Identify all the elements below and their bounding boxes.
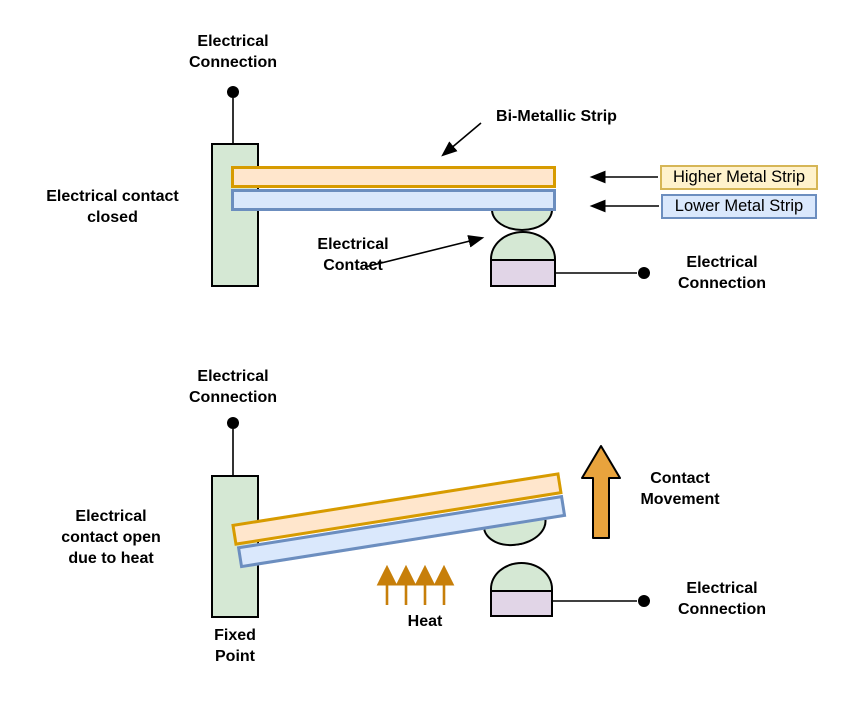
- higher-metal-strip-closed: [231, 166, 556, 188]
- higher-metal-strip-box: Higher Metal Strip: [660, 165, 818, 190]
- terminal-dot: [638, 595, 650, 607]
- top-right-terminal: [556, 267, 650, 279]
- bottom-left-terminal: [227, 417, 239, 476]
- heat-arrows: [376, 564, 455, 605]
- electrical-contact-label: Electrical Contact: [317, 236, 389, 274]
- terminal-dot: [638, 267, 650, 279]
- contact-base-closed: [490, 259, 556, 287]
- lower-contact-dome-open: [490, 562, 553, 590]
- fixed-point-label: Fixed Point: [214, 627, 256, 665]
- bottom-right-terminal: [553, 595, 650, 607]
- top-left-terminal: [227, 86, 239, 144]
- heat-label: Heat: [407, 613, 443, 630]
- lower-contact-dome-closed: [490, 231, 556, 261]
- contact-base-open: [490, 590, 553, 617]
- contact-movement-arrow: [581, 445, 621, 539]
- contact-movement-label: Contact Movement: [640, 470, 720, 508]
- bottom-connection-right-label: Electrical Connection: [678, 580, 766, 618]
- bimetallic-arrow: [441, 122, 482, 157]
- bimetallic-strip-label: Bi-Metallic Strip: [496, 108, 617, 125]
- lower-metal-strip-closed: [231, 189, 556, 211]
- terminal-dot: [227, 417, 239, 429]
- top-connection-right-label: Electrical Connection: [678, 254, 766, 292]
- terminal-dot: [227, 86, 239, 98]
- upper-contact-dome-closed: [491, 209, 553, 231]
- top-state-label: Electrical contact closed: [46, 188, 179, 226]
- lower-metal-strip-box: Lower Metal Strip: [661, 194, 817, 219]
- bottom-state-label: Electrical contact open due to heat: [61, 508, 161, 567]
- bottom-connection-top-label: Electrical Connection: [189, 368, 277, 406]
- top-connection-top-label: Electrical Connection: [189, 33, 277, 71]
- fixed-post-closed: [211, 143, 259, 287]
